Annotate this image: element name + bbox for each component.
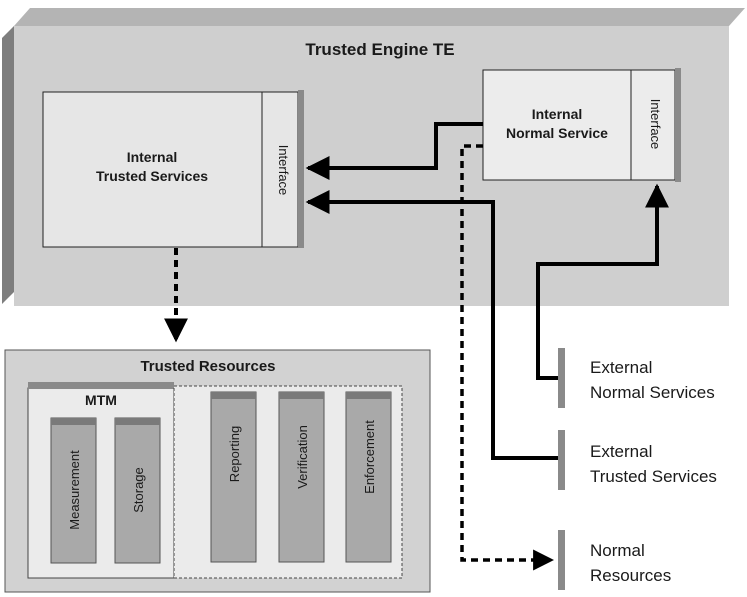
storage-cap <box>115 418 160 425</box>
internal-trusted-services: Internal Trusted Services Interface <box>42 90 304 248</box>
mtm-top-bar <box>28 382 174 389</box>
resource-measurement: Measurement <box>50 417 97 564</box>
external-endpoints: External Normal Services External Truste… <box>558 348 717 590</box>
measurement-label: Measurement <box>67 450 82 530</box>
verification-cap <box>279 392 324 399</box>
external-trusted-line1: External <box>590 442 652 461</box>
normal-service-line2: Normal Service <box>506 125 608 141</box>
resource-storage: Storage <box>114 417 161 564</box>
reporting-label: Reporting <box>227 426 242 482</box>
normal-resources-line1: Normal <box>590 541 645 560</box>
external-normal-to-interface-arrow <box>536 183 669 380</box>
connectors <box>164 122 669 571</box>
normal-resources-bar <box>558 530 565 590</box>
external-normal-line1: External <box>590 358 652 377</box>
measurement-cap <box>51 418 96 425</box>
reporting-cap <box>211 392 256 399</box>
trusted-services-line1: Internal <box>127 149 178 165</box>
normal-interface-bar <box>675 68 681 182</box>
resource-enforcement: Enforcement <box>345 391 392 563</box>
external-normal-bar <box>558 348 565 408</box>
storage-column <box>114 417 161 564</box>
storage-label: Storage <box>131 467 146 513</box>
trusted-interface-bar <box>298 90 304 248</box>
mtm-label: MTM <box>85 392 117 408</box>
normal-to-trusted-arrow <box>305 122 483 180</box>
resource-verification: Verification <box>278 391 325 563</box>
trusted-interface-label: Interface <box>276 145 291 196</box>
engine-left-face <box>2 26 14 304</box>
enforcement-column <box>345 391 392 563</box>
trusted-services-box <box>42 91 263 248</box>
resource-reporting: Reporting <box>210 391 257 563</box>
trusted-interface-panel <box>261 91 299 248</box>
normal-service-box <box>482 69 632 181</box>
reporting-column <box>210 391 257 563</box>
enforcement-label: Enforcement <box>362 420 377 494</box>
internal-normal-service: Internal Normal Service Interface <box>482 68 681 182</box>
normal-service-line1: Internal <box>532 106 583 122</box>
external-trusted-to-interface-arrow <box>305 190 558 460</box>
normal-interface-label: Interface <box>648 99 663 150</box>
engine-title: Trusted Engine TE <box>305 40 454 59</box>
verification-label: Verification <box>295 425 310 489</box>
external-normal-line2: Normal Services <box>590 383 715 402</box>
external-trusted-bar <box>558 430 565 490</box>
engine-top-face <box>14 8 745 26</box>
resources-title: Trusted Resources <box>140 358 275 375</box>
trusted-services-line2: Trusted Services <box>96 168 208 184</box>
normal-resources-line2: Resources <box>590 566 671 585</box>
normal-to-resources-arrow <box>460 144 555 571</box>
verification-column <box>278 391 325 563</box>
external-trusted-line2: Trusted Services <box>590 467 717 486</box>
enforcement-cap <box>346 392 391 399</box>
trusted-resources: Trusted Resources MTM Measurement Storag… <box>4 349 431 593</box>
